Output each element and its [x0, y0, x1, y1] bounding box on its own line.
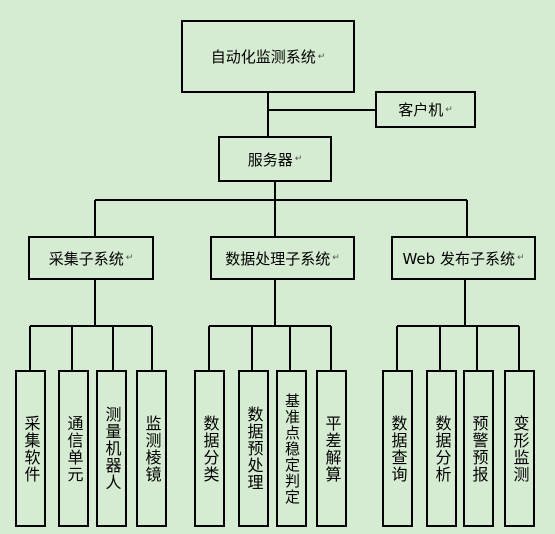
leaf-data-query: 数据查询 — [382, 370, 413, 527]
leaf-monitoring-prism: 监测棱镜 — [136, 370, 167, 527]
return-mark: ↵ — [445, 104, 453, 115]
leaf-label: 数据分析 — [432, 414, 452, 483]
leaf-measuring-robot: 测量机器人 — [96, 370, 127, 527]
return-mark: ↵ — [125, 253, 134, 263]
web-subsystem-label: Web 发布子系统 — [402, 249, 515, 268]
leaf-early-warning: 预警预报 — [463, 370, 494, 527]
client-node: 客户机↵ — [375, 91, 476, 128]
root-node: 自动化监测系统↵ — [181, 20, 355, 93]
leaf-deformation-monitoring: 变形监测 — [504, 370, 535, 527]
leaf-data-classification: 数据分类 — [194, 370, 225, 527]
leaf-label: 数据查询 — [388, 414, 408, 483]
leaf-acquisition-software: 采集软件 — [15, 370, 46, 527]
leaf-label: 基准点稳定判定 — [283, 392, 301, 505]
leaf-label: 测量机器人 — [102, 406, 122, 491]
return-mark: ↵ — [294, 154, 303, 164]
server-label: 服务器 — [247, 150, 293, 169]
processing-subsystem-node: 数据处理子系统↵ — [210, 236, 355, 280]
leaf-label: 变形监测 — [510, 414, 530, 483]
leaf-adjustment-solution: 平差解算 — [316, 370, 347, 527]
root-label: 自动化监测系统 — [210, 48, 316, 66]
client-label: 客户机 — [398, 101, 444, 119]
web-subsystem-node: Web 发布子系统↵ — [391, 236, 536, 280]
processing-subsystem-label: 数据处理子系统 — [225, 249, 331, 268]
acquisition-subsystem-node: 采集子系统↵ — [28, 236, 154, 280]
server-node: 服务器↵ — [218, 136, 332, 182]
leaf-data-preprocessing: 数据预处理 — [238, 370, 269, 527]
leaf-data-analysis: 数据分析 — [426, 370, 457, 527]
leaf-label: 数据预处理 — [244, 406, 264, 491]
return-mark: ↵ — [332, 253, 340, 263]
leaf-label: 通信单元 — [64, 414, 84, 483]
leaf-label: 监测棱镜 — [142, 414, 162, 483]
leaf-communication-unit: 通信单元 — [58, 370, 89, 527]
leaf-label: 预警预报 — [469, 414, 489, 483]
leaf-label: 数据分类 — [200, 414, 220, 483]
acquisition-subsystem-label: 采集子系统 — [48, 249, 124, 268]
leaf-benchmark-stability: 基准点稳定判定 — [276, 370, 307, 527]
leaf-label: 采集软件 — [21, 414, 41, 483]
leaf-label: 平差解算 — [322, 414, 342, 483]
return-mark: ↵ — [317, 51, 326, 62]
return-mark: ↵ — [516, 253, 525, 263]
